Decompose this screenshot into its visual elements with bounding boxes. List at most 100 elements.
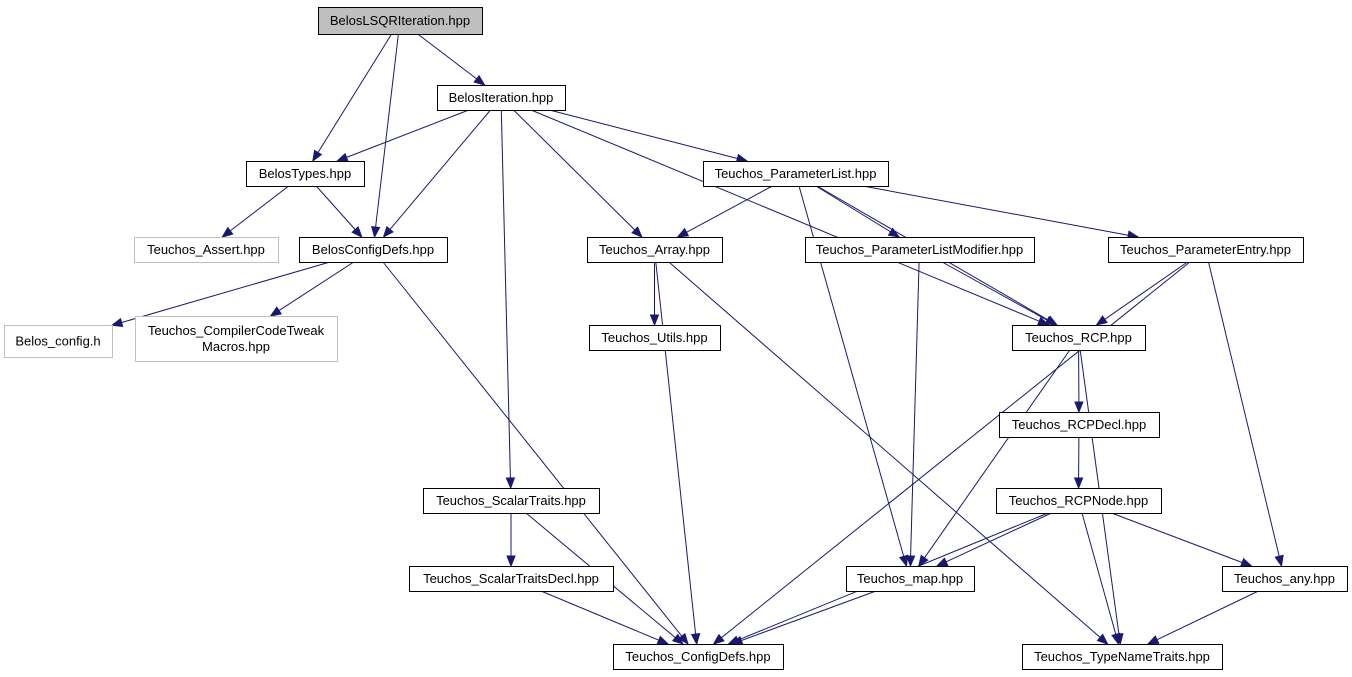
edge-arrowhead [712, 633, 725, 645]
edge-arrowhead [1073, 477, 1084, 490]
edge-rcpnode-to-any [1111, 512, 1253, 567]
edge-arrowhead [371, 226, 381, 239]
node-label: Teuchos_ScalarTraits.hpp [436, 493, 586, 508]
node-label: Teuchos_RCPNode.hpp [1009, 493, 1148, 508]
edge-arrowhead [1095, 315, 1108, 326]
node-box [587, 237, 723, 263]
edge-scalardecl-to-tcfg [540, 590, 670, 645]
node-label: Teuchos_Array.hpp [599, 242, 710, 257]
node-plmod[interactable]: Teuchos_ParameterListModifier.hpp [805, 237, 1035, 263]
edge-arrowhead [917, 554, 929, 568]
edge-iter-to-types [335, 109, 469, 162]
node-assert: Teuchos_Assert.hpp [134, 237, 279, 263]
node-label: Teuchos_ParameterList.hpp [715, 166, 877, 181]
node-label: Teuchos_Assert.hpp [147, 242, 265, 257]
edge-arrowhead [1274, 554, 1284, 568]
node-label: Teuchos_ConfigDefs.hpp [625, 649, 770, 664]
node-box [437, 85, 566, 111]
edge-lsqr-to-types [312, 33, 393, 163]
node-types[interactable]: BelosTypes.hpp [246, 161, 365, 187]
node-map[interactable]: Teuchos_map.hpp [846, 566, 975, 592]
node-rcpdecl[interactable]: Teuchos_RCPDecl.hpp [999, 412, 1160, 438]
edge-line [513, 109, 636, 231]
edge-line [375, 33, 399, 228]
edge-line [686, 185, 773, 233]
edge-arrowhead [671, 633, 685, 645]
node-scalar[interactable]: Teuchos_ScalarTraits.hpp [423, 488, 600, 514]
edge-line [549, 109, 738, 159]
edge-line [862, 185, 1129, 236]
node-box [246, 161, 365, 187]
node-box [1108, 237, 1304, 263]
edge-pentry-to-rcp [1095, 261, 1188, 326]
node-any[interactable]: Teuchos_any.hpp [1222, 566, 1348, 592]
edge-lsqr-to-iter [417, 33, 486, 86]
edge-line [741, 590, 877, 641]
edge-arrowhead [110, 317, 124, 327]
node-plist[interactable]: Teuchos_ParameterList.hpp [703, 161, 889, 187]
edge-plist-to-pentry [862, 185, 1140, 240]
node-label: Macros.hpp [202, 339, 270, 354]
node-label: BelosTypes.hpp [259, 166, 352, 181]
edge-plmod-to-rcp [941, 261, 1058, 326]
node-rcp[interactable]: Teuchos_RCP.hpp [1012, 325, 1146, 351]
node-label: Belos_config.h [15, 334, 100, 349]
edges-layer [110, 33, 1284, 646]
node-tcfg[interactable]: Teuchos_ConfigDefs.hpp [613, 644, 784, 670]
edge-line [668, 261, 1101, 638]
edge-line [1104, 261, 1188, 320]
edge-arrowhead [335, 152, 349, 162]
edge-rcp-to-rcpdecl [1074, 349, 1084, 414]
edge-arrowhead [505, 477, 516, 490]
node-scalardecl[interactable]: Teuchos_ScalarTraitsDecl.hpp [409, 566, 614, 592]
node-box [135, 316, 338, 362]
edge-arrowhead [221, 226, 234, 238]
edge-line [317, 33, 393, 153]
edge-iter-to-scalar [500, 109, 516, 490]
node-label: Teuchos_CompilerCodeTweak [148, 323, 325, 338]
edge-array-to-tcfg [655, 261, 701, 646]
edge-array-to-utils [649, 262, 660, 327]
node-label: Teuchos_ParameterListModifier.hpp [816, 242, 1023, 257]
node-label: Teuchos_TypeNameTraits.hpp [1034, 649, 1210, 664]
edge-arrowhead [312, 149, 323, 163]
node-label: BelosConfigDefs.hpp [312, 242, 434, 257]
edge-line [815, 185, 891, 233]
node-array[interactable]: Teuchos_Array.hpp [587, 237, 723, 263]
edge-cfgdefs-to-tweak [269, 261, 355, 317]
edge-array-to-tname [668, 261, 1109, 645]
node-label: BelosIteration.hpp [449, 90, 554, 105]
node-utils[interactable]: Teuchos_Utils.hpp [589, 325, 721, 351]
edge-iter-to-cfgdefs [382, 109, 491, 239]
node-box [134, 237, 279, 263]
node-pentry[interactable]: Teuchos_ParameterEntry.hpp [1108, 237, 1304, 263]
edge-arrowhead [1239, 557, 1253, 567]
node-iter[interactable]: BelosIteration.hpp [437, 85, 566, 111]
nodes-layer: BelosLSQRIteration.hppBelosIteration.hpp… [4, 7, 1348, 670]
node-label: Teuchos_RCP.hpp [1025, 330, 1132, 345]
node-cfgdefs[interactable]: BelosConfigDefs.hpp [299, 237, 448, 263]
node-box [409, 566, 614, 592]
node-label: Teuchos_Utils.hpp [601, 330, 707, 345]
edge-line [121, 261, 331, 323]
node-rcpnode[interactable]: Teuchos_RCPNode.hpp [996, 488, 1162, 514]
node-box [1222, 566, 1348, 592]
edge-arrowhead [935, 557, 949, 567]
edge-pentry-to-any [1208, 261, 1284, 568]
node-label: Teuchos_map.hpp [857, 571, 963, 586]
edge-arrowhead [631, 226, 643, 238]
edge-arrowhead [656, 635, 670, 645]
node-tname[interactable]: Teuchos_TypeNameTraits.hpp [1022, 644, 1223, 670]
edge-any-to-tname [1146, 590, 1259, 645]
node-lsqr[interactable]: BelosLSQRIteration.hpp [318, 7, 483, 35]
edge-cfgdefs-to-belcfg [110, 261, 331, 327]
node-box [589, 325, 721, 351]
node-box [613, 644, 784, 670]
edge-line [382, 261, 683, 637]
edge-arrowhead [1146, 635, 1160, 645]
edge-line [945, 512, 1052, 563]
node-box [805, 237, 1035, 263]
edge-line [229, 185, 290, 232]
edge-arrowhead [269, 306, 283, 317]
